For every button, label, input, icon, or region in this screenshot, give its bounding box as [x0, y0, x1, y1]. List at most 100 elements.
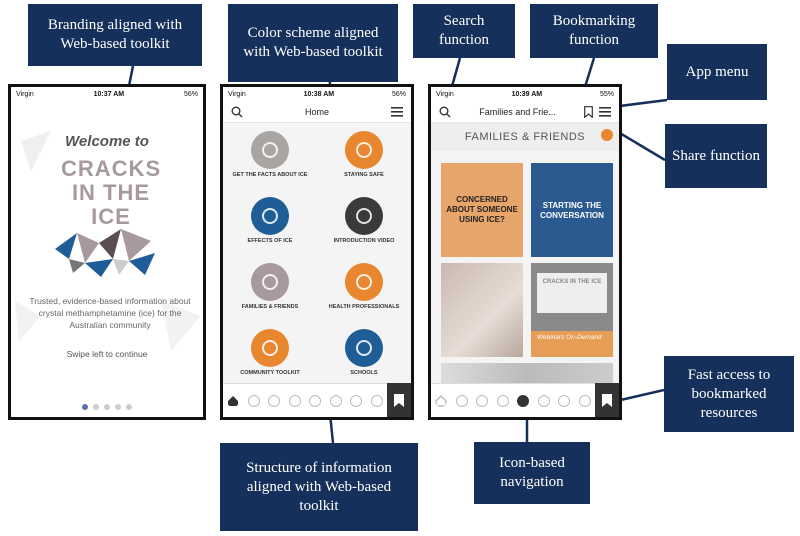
home-tile-label: COMMUNITY TOOLKIT [240, 370, 300, 376]
time-label: 10:37 AM [93, 90, 125, 98]
phone-home-screen: Virgin 10:38 AM 56% Home GET THE FACTS A… [220, 84, 414, 420]
doctor-icon [345, 263, 383, 301]
page-dot-active[interactable] [82, 404, 88, 410]
home-tile-label: EFFECTS OF ICE [247, 238, 293, 244]
play-icon [345, 197, 383, 235]
people-icon [251, 263, 289, 301]
pen-icon[interactable] [370, 394, 383, 407]
briefcase-icon[interactable] [350, 394, 363, 407]
home-icon[interactable] [227, 395, 239, 407]
page-dot[interactable] [126, 404, 132, 410]
welcome-heading: Welcome to [65, 133, 149, 150]
status-bar: Virgin 10:39 AM 55% [431, 87, 619, 101]
app-bar: Families and Frie... [431, 101, 619, 123]
head-icon [251, 197, 289, 235]
callout-branding: Branding aligned with Web-based toolkit [28, 4, 202, 66]
status-bar: Virgin 10:37 AM 56% [11, 87, 203, 101]
carrier-label: Virgin [16, 90, 34, 98]
app-description: Trusted, evidence-based information abou… [29, 296, 191, 330]
page-title: Families and Frie... [479, 106, 556, 117]
callout-bookmarking: Bookmarking function [530, 4, 658, 58]
people-icon[interactable] [517, 394, 530, 407]
lifebuoy-icon[interactable] [268, 394, 281, 407]
home-tile[interactable]: INTRODUCTION VIDEO [317, 197, 411, 257]
menu-icon[interactable] [390, 106, 403, 117]
search-icon[interactable] [231, 106, 243, 118]
home-tile[interactable]: FAMILIES & FRIENDS [223, 263, 317, 323]
battery-label: 56% [183, 90, 198, 98]
home-tile-label: STAYING SAFE [344, 172, 384, 178]
bookmarks-button[interactable] [595, 383, 619, 417]
callout-color-scheme: Color scheme aligned with Web-based tool… [228, 4, 398, 82]
webinar-logo: CRACKS IN THE ICE [537, 273, 607, 313]
home-tile[interactable]: COMMUNITY TOOLKIT [223, 329, 317, 389]
carrier-label: Virgin [436, 90, 454, 98]
home-tile[interactable]: SCHOOLS [317, 329, 411, 389]
home-tile[interactable]: STAYING SAFE [317, 131, 411, 191]
home-tile-grid: GET THE FACTS ABOUT ICE STAYING SAFE EFFEC… [223, 131, 411, 389]
bookmarks-button[interactable] [387, 383, 411, 417]
page-indicator[interactable] [11, 404, 203, 410]
carrier-label: Virgin [228, 90, 246, 98]
home-tile-label: SCHOOLS [350, 370, 378, 376]
lightbulb-icon [251, 131, 289, 169]
head-icon[interactable] [288, 394, 301, 407]
home-tile-label: HEALTH PROFESSIONALS [328, 304, 400, 310]
section-heading: FAMILIES & FRIENDS [431, 123, 619, 151]
page-dot[interactable] [115, 404, 121, 410]
bookmark-icon [394, 393, 404, 407]
callout-fast-access: Fast access to bookmarked resources [664, 356, 794, 432]
home-tile-label: FAMILIES & FRIENDS [241, 304, 299, 310]
lightbulb-icon[interactable] [247, 394, 260, 407]
page-dot[interactable] [93, 404, 99, 410]
time-label: 10:38 AM [303, 90, 335, 98]
callout-share: Share function [665, 124, 767, 188]
bookmark-icon[interactable] [584, 105, 593, 118]
home-icon[interactable] [435, 394, 447, 407]
battery-label: 56% [391, 90, 406, 98]
doctor-icon[interactable] [329, 394, 342, 407]
icon-navigation-bar [223, 383, 411, 417]
lifebuoy-icon [345, 131, 383, 169]
search-icon[interactable] [439, 106, 451, 118]
head-icon[interactable] [496, 394, 509, 407]
battery-label: 55% [599, 90, 614, 98]
webinar-caption: Webinars On-Demand [531, 331, 613, 357]
lightbulb-icon[interactable] [455, 394, 468, 407]
share-icon[interactable] [601, 129, 613, 141]
home-tile-label: INTRODUCTION VIDEO [333, 238, 395, 244]
time-label: 10:39 AM [511, 90, 543, 98]
home-grid-area: GET THE FACTS ABOUT ICE STAYING SAFE EFFEC… [223, 123, 411, 385]
callout-icon-navigation: Icon-based navigation [474, 442, 590, 504]
home-tile-label: GET THE FACTS ABOUT ICE [232, 172, 308, 178]
callout-app-menu: App menu [667, 44, 767, 100]
lifebuoy-icon[interactable] [476, 394, 489, 407]
status-bar: Virgin 10:38 AM 56% [223, 87, 411, 101]
briefcase-icon [251, 329, 289, 367]
phone-families-friends-screen: Virgin 10:39 AM 55% Families and Frie...… [428, 84, 622, 420]
menu-icon[interactable] [599, 106, 611, 117]
conversation-tile[interactable]: STARTING THE CONVERSATION [531, 163, 613, 257]
home-tile[interactable]: GET THE FACTS ABOUT ICE [223, 131, 317, 191]
callout-search: Search function [413, 4, 515, 58]
hands-photo-tile[interactable] [441, 263, 523, 357]
photo-strip [441, 363, 613, 385]
briefcase-icon[interactable] [558, 394, 571, 407]
home-tile[interactable]: EFFECTS OF ICE [223, 197, 317, 257]
pen-icon[interactable] [578, 394, 591, 407]
icon-navigation-bar [431, 383, 619, 417]
page-dot[interactable] [104, 404, 110, 410]
concerned-tile[interactable]: CONCERNED ABOUT SOMEONE USING ICE? [441, 163, 523, 257]
webinar-tile[interactable]: CRACKS IN THE ICE Webinars On-Demand [531, 263, 613, 357]
home-tile[interactable]: HEALTH PROFESSIONALS [317, 263, 411, 323]
doctor-icon[interactable] [537, 394, 550, 407]
app-bar: Home [223, 101, 411, 123]
background-triangles [15, 131, 201, 351]
callout-structure: Structure of information aligned with We… [220, 443, 418, 531]
bookmark-icon [602, 393, 612, 407]
page-title: Home [304, 106, 329, 117]
people-icon[interactable] [309, 394, 322, 407]
